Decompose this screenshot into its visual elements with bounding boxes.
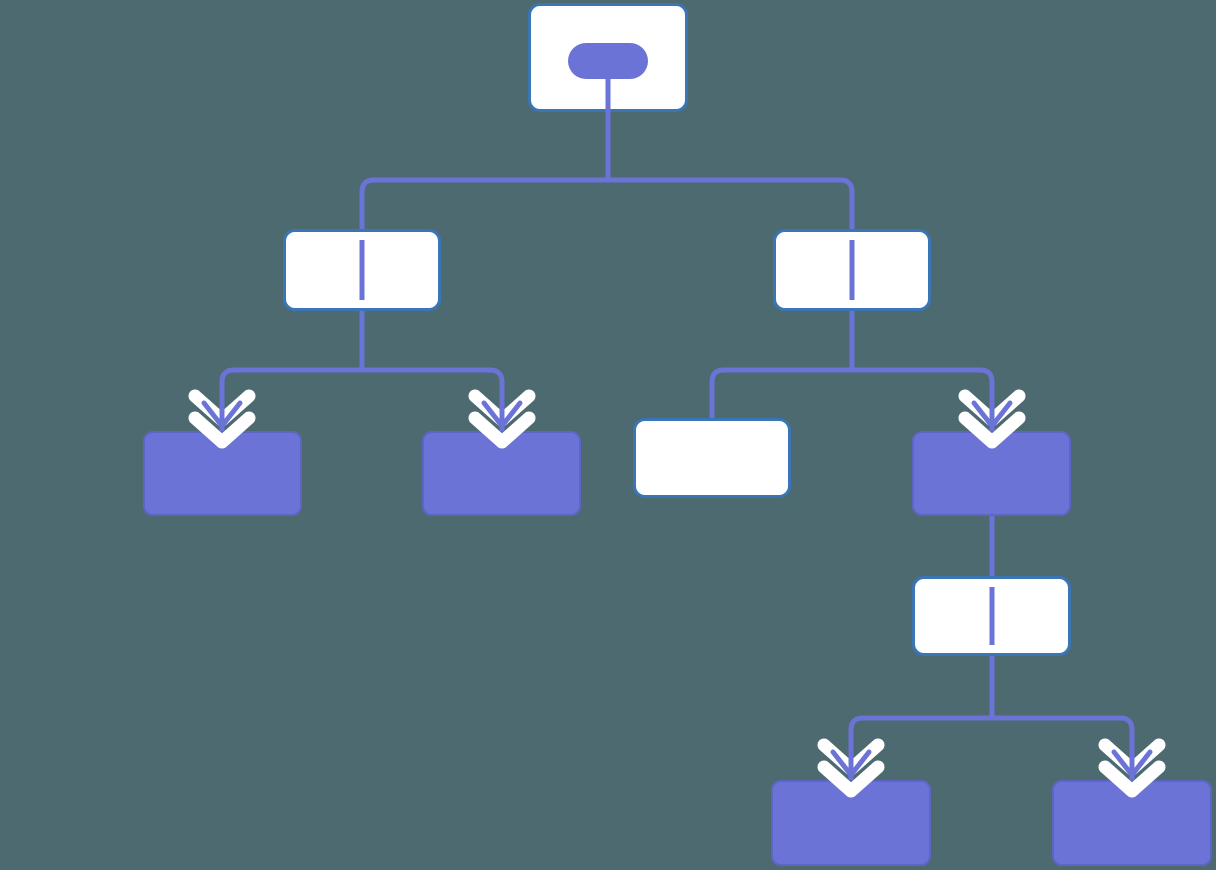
level3-node-d[interactable] [912, 431, 1071, 516]
edge-root-to-level2-right [605, 112, 855, 229]
arrowhead-level5-left-tip [830, 749, 872, 778]
arrowhead-node-b-chevron-1 [468, 389, 536, 427]
level4-node[interactable] [912, 576, 1071, 656]
level3-node-a[interactable] [143, 431, 302, 516]
arrowhead-node-d-tip [971, 400, 1013, 429]
pill-badge [568, 43, 648, 79]
level2-left-node[interactable] [283, 229, 441, 311]
arrowhead-node-b-tip [481, 400, 523, 429]
level2-right-node[interactable] [773, 229, 931, 311]
arrowhead-level5-right-chevron-1 [1098, 738, 1166, 776]
edge-level2-left-to-node-a [219, 311, 365, 431]
edge-level4-to-level5-left [848, 656, 995, 780]
arrowhead-level5-left-chevron-1 [817, 738, 885, 776]
root-node[interactable] [528, 3, 688, 112]
arrowhead-node-a-chevron-1 [188, 389, 256, 427]
edge-level2-left-to-node-b [359, 311, 505, 431]
level5-left-node[interactable] [771, 780, 931, 866]
arrowhead-level5-right-tip [1111, 749, 1153, 778]
edge-level2-right-to-node-c [709, 311, 855, 418]
edge-level4-to-level5-right [989, 656, 1135, 780]
arrowhead-node-d-chevron-1 [958, 389, 1026, 427]
level3-node-b[interactable] [422, 431, 581, 516]
edge-level2-right-to-node-d [849, 311, 995, 431]
level3-node-c[interactable] [633, 418, 791, 498]
arrowhead-node-a-tip [201, 400, 243, 429]
edge-root-to-level2-left [359, 112, 611, 229]
level5-right-node[interactable] [1052, 780, 1212, 866]
